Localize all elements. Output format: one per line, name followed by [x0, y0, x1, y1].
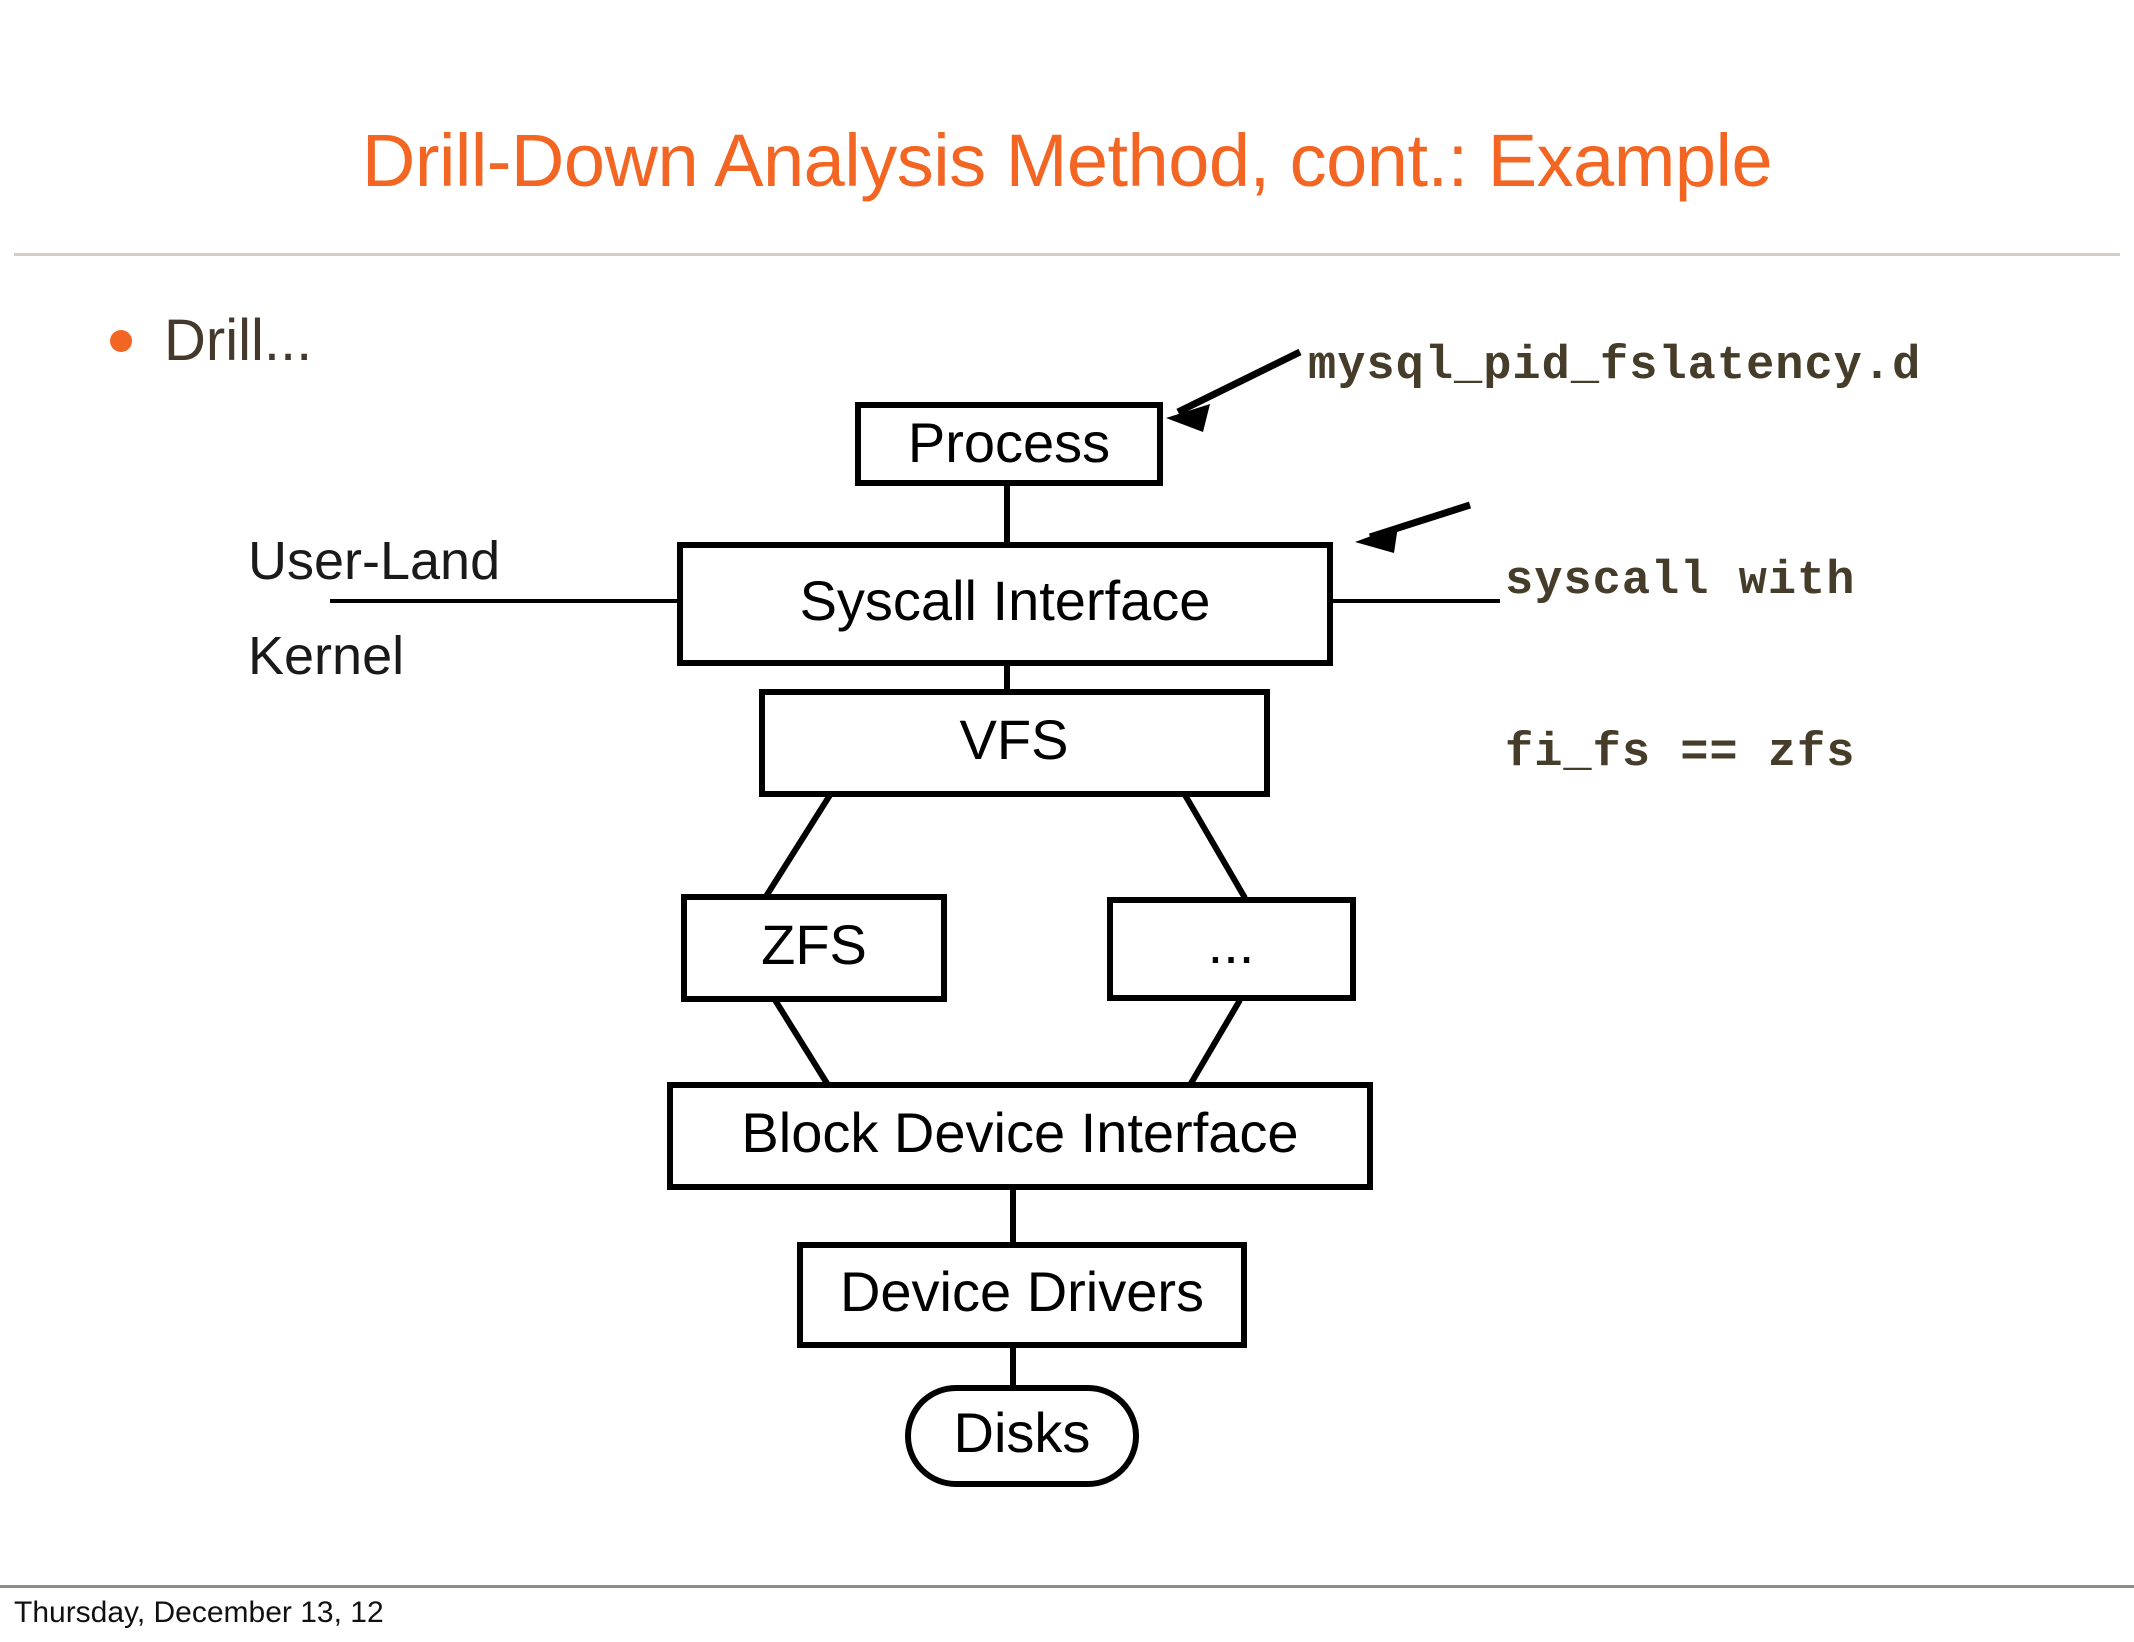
slide-canvas: Drill-Down Analysis Method, cont.: Examp… — [0, 119, 2134, 1588]
node-vfs-box — [759, 689, 1270, 797]
slide-footer-date: Thursday, December 13, 12 — [14, 1596, 384, 1629]
edge-vfs-to-zfs — [762, 793, 833, 900]
title-divider — [14, 253, 2120, 256]
annotation-syscall-filter-line2: fi_fs == zfs — [1505, 726, 1856, 780]
node-syscall-label: Syscall Interface — [800, 569, 1211, 632]
edge-zfs-to-blockdev — [772, 998, 831, 1087]
annotation-arrow-script — [1176, 348, 1302, 416]
edge-other-to-blockdev — [1187, 998, 1243, 1087]
page-title: Drill-Down Analysis Method, cont.: Examp… — [361, 119, 1773, 202]
bullet-dot-icon — [110, 330, 132, 352]
node-block-device-box — [667, 1082, 1373, 1190]
node-vfs-label: VFS — [960, 708, 1069, 771]
annotation-arrow-filter — [1368, 501, 1472, 541]
node-process-box — [855, 402, 1163, 486]
annotation-arrowhead-script — [1166, 404, 1210, 432]
node-zfs-box — [681, 894, 947, 1002]
annotation-arrowhead-filter — [1355, 526, 1398, 553]
node-process-label: Process — [908, 411, 1110, 474]
node-device-drivers-label: Device Drivers — [840, 1260, 1204, 1323]
node-syscall-box — [677, 542, 1333, 666]
edge-vfs-to-other — [1182, 793, 1248, 900]
node-disks-box — [905, 1385, 1139, 1487]
node-device-drivers-box — [797, 1242, 1247, 1348]
annotation-script-name: mysql_pid_fslatency.d — [1308, 340, 1922, 393]
boundary-label-user-land: User-Land — [248, 531, 501, 591]
node-zfs-label: ZFS — [761, 913, 867, 976]
node-disks-label: Disks — [954, 1401, 1091, 1464]
bullet-item: Drill... — [110, 312, 312, 370]
node-other-box — [1107, 897, 1356, 1001]
boundary-label-kernel: Kernel — [248, 626, 405, 686]
annotation-syscall-filter: syscall with fi_fs == zfs — [1505, 438, 1855, 897]
node-other-label: ... — [1208, 912, 1255, 975]
node-block-device-label: Block Device Interface — [741, 1101, 1298, 1164]
annotation-syscall-filter-line1: syscall with — [1505, 554, 1856, 608]
bullet-item-label: Drill... — [164, 308, 313, 373]
